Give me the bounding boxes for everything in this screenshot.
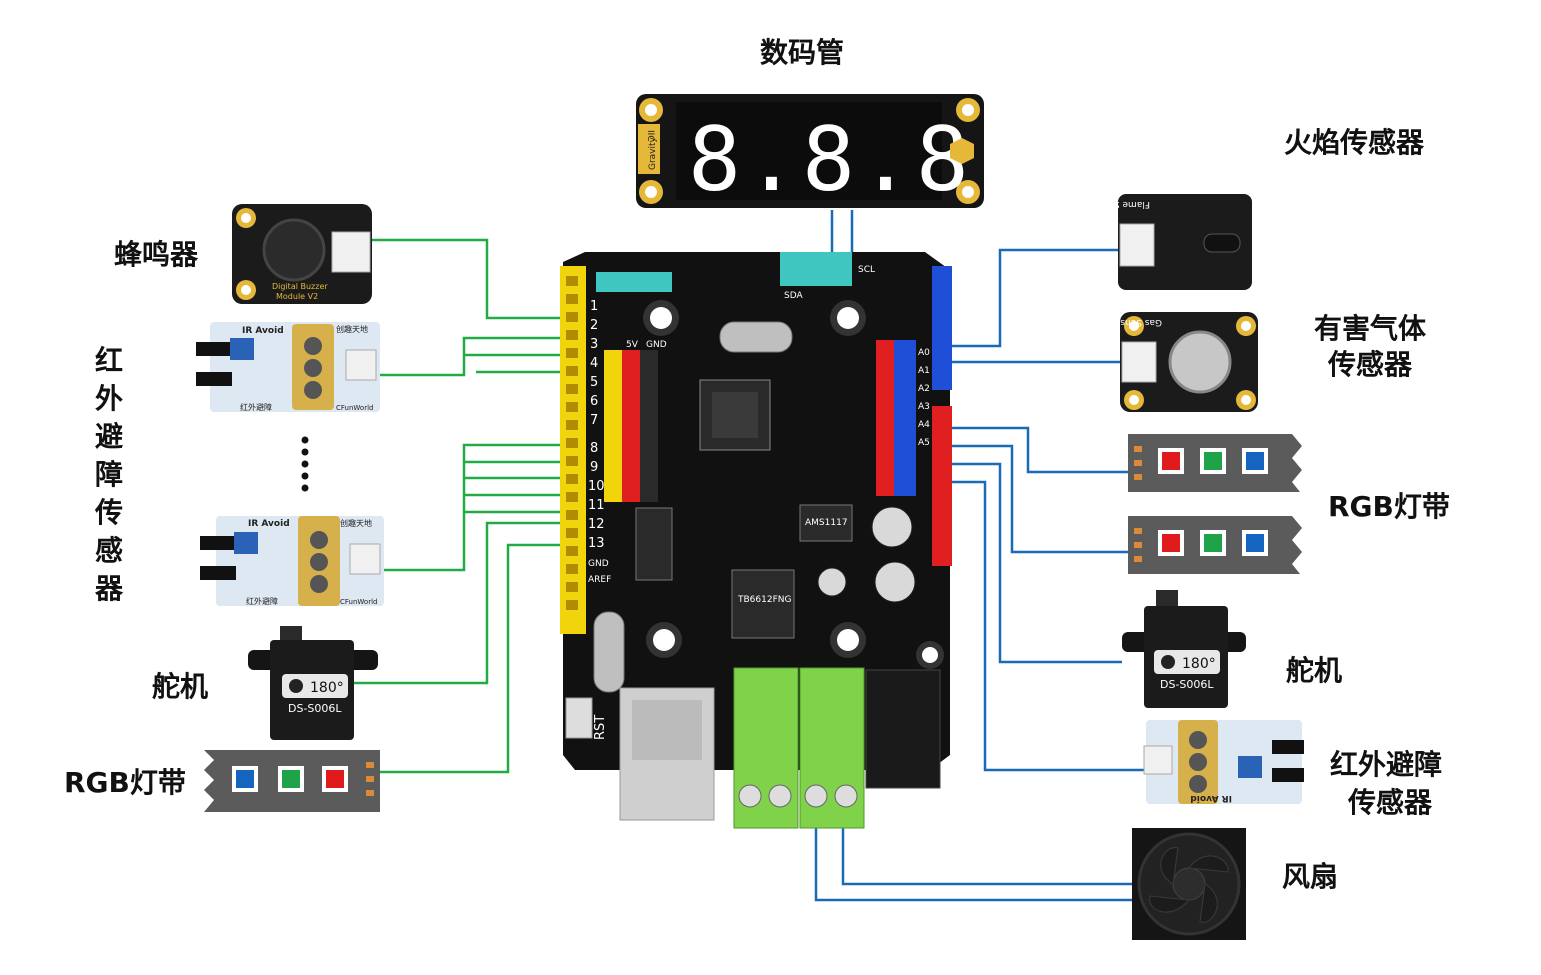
servo-left-model: DS-S006L: [288, 702, 342, 715]
green-wires: [352, 238, 568, 774]
ir-sensor-left-2: IR Avoid 创趣天地 红外避障 CFunWorld: [200, 516, 384, 606]
ir-cn-bottom-2: 红外避障: [246, 596, 278, 606]
wire-ir-2: [380, 443, 568, 572]
pin-8: 8: [590, 441, 598, 456]
label-flame: 火焰传感器: [1284, 126, 1425, 159]
label-servo-left: 舵机: [152, 670, 209, 703]
pin-sda: SDA: [784, 291, 803, 301]
display-iic-text: IIC: [645, 130, 655, 142]
pin-2: 2: [590, 318, 598, 333]
display-digits: 8.8.8.8.: [688, 108, 1144, 211]
pin-11: 11: [588, 498, 605, 513]
ir-left-char-6: 感: [94, 534, 123, 567]
wire-servo-left: [352, 521, 568, 685]
chip-label-ams1117: AMS1117: [805, 518, 848, 528]
label-rgb-left: RGB灯带: [64, 766, 186, 799]
ir-right-name: IR Avoid: [1190, 793, 1232, 803]
pin-aref: AREF: [588, 575, 611, 585]
pin-4: 4: [590, 356, 598, 371]
controller-board: TB6612FNG AMS1117 RST: [560, 252, 952, 829]
pin-13: 13: [588, 536, 605, 551]
label-gas-2: 传感器: [1327, 348, 1412, 381]
pin-6: 6: [590, 394, 598, 409]
fan-module: [1132, 828, 1246, 940]
digital-tube-module: Gravity IIC 8.8.8.8.: [636, 94, 1144, 211]
display-gravity-text: Gravity: [648, 136, 658, 170]
wire-ir-1: [376, 336, 568, 377]
ir-sensor-right: IR Avoid: [1143, 720, 1304, 804]
buzzer-name-text: Digital Buzzer: [272, 282, 328, 291]
pin-scl: SCL: [858, 265, 875, 275]
ir-left-char-1: 红: [94, 344, 123, 377]
pin-a1: A1: [918, 366, 930, 376]
pin-3: 3: [590, 337, 598, 352]
flame-sensor-module: Flame Sensor V2: [1074, 194, 1252, 290]
pin-7: 7: [590, 413, 598, 428]
ir-left-char-2: 外: [94, 382, 123, 415]
ir-brand-2: CFunWorld: [340, 598, 377, 606]
label-display: 数码管: [760, 36, 845, 69]
wire-buzzer: [372, 238, 568, 320]
servo-right-angle: 180°: [1182, 656, 1216, 672]
wire-fan-1: [814, 828, 1132, 902]
pin-12: 12: [588, 517, 605, 532]
ir-cn-top-2: 创趣天地: [340, 518, 372, 528]
label-gas-1: 有害气体: [1313, 312, 1426, 345]
wire-rgb-left: [376, 543, 568, 774]
rgb-strip-right-2: [1128, 516, 1302, 574]
wire-flame: [940, 248, 1118, 348]
label-fan: 风扇: [1282, 860, 1339, 893]
ir-cn-bottom-1: 红外避障: [240, 402, 272, 412]
pin-a5: A5: [918, 438, 930, 448]
pin-9: 9: [590, 460, 598, 475]
pin-a4: A4: [918, 420, 930, 430]
label-servo-right: 舵机: [1286, 654, 1343, 687]
ir-left-char-3: 避: [94, 420, 123, 453]
pin-a3: A3: [918, 402, 930, 412]
pin-a0: A0: [918, 348, 930, 358]
buzzer-model-text: Module V2: [276, 292, 318, 301]
servo-left-angle: 180°: [310, 680, 344, 696]
wire-ir-right: [920, 480, 1148, 772]
ir-left-char-7: 器: [94, 572, 123, 605]
label-ir-left-vertical: 红 外 避 障 传 感 器: [92, 342, 126, 608]
gas-name-text: Gas Sensor V2: [1096, 317, 1162, 327]
ellipsis-dots: [301, 436, 309, 492]
wire-rgb-r1: [920, 426, 1128, 474]
rgb-strip-right-1: [1128, 434, 1302, 492]
label-ir-right-1: 红外避障: [1330, 748, 1443, 781]
pin-5: 5: [590, 375, 598, 390]
chip-label-tb6612: TB6612FNG: [737, 595, 791, 605]
ir-name-2: IR Avoid: [248, 519, 290, 529]
pin-10: 10: [588, 479, 605, 494]
rst-label: RST: [593, 715, 608, 740]
pin-gnd-top: GND: [646, 340, 667, 350]
ir-left-char-5: 传: [94, 496, 123, 529]
ir-cn-top-1: 创趣天地: [336, 324, 368, 334]
label-ir-right-2: 传感器: [1348, 786, 1433, 819]
rgb-strip-left: [204, 750, 380, 812]
label-rgb-right: RGB灯带: [1328, 490, 1450, 523]
pin-gnd: GND: [588, 559, 609, 569]
flame-name-text: Flame Sensor V2: [1074, 199, 1150, 209]
label-buzzer: 蜂鸣器: [114, 238, 199, 271]
wire-fan-2: [841, 828, 1132, 886]
pin-a2: A2: [918, 384, 930, 394]
servo-right-model: DS-S006L: [1160, 678, 1214, 691]
buzzer-module: Digital Buzzer Module V2: [232, 204, 372, 304]
ir-sensor-left-1: IR Avoid 创趣天地 红外避障 CFunWorld: [196, 322, 380, 412]
pin-1: 1: [590, 299, 598, 314]
ir-left-char-4: 障: [94, 458, 123, 491]
pin-5v: 5V: [626, 340, 639, 350]
servo-left: 180° DS-S006L: [248, 626, 378, 740]
gas-sensor-module: Gas Sensor V2: [1096, 312, 1258, 412]
wire-rgb-r2: [920, 444, 1128, 554]
ir-brand-1: CFunWorld: [336, 404, 373, 412]
wire-servo-right: [920, 462, 1122, 664]
servo-right: 180° DS-S006L: [1122, 590, 1246, 708]
ir-name-1: IR Avoid: [242, 326, 284, 336]
